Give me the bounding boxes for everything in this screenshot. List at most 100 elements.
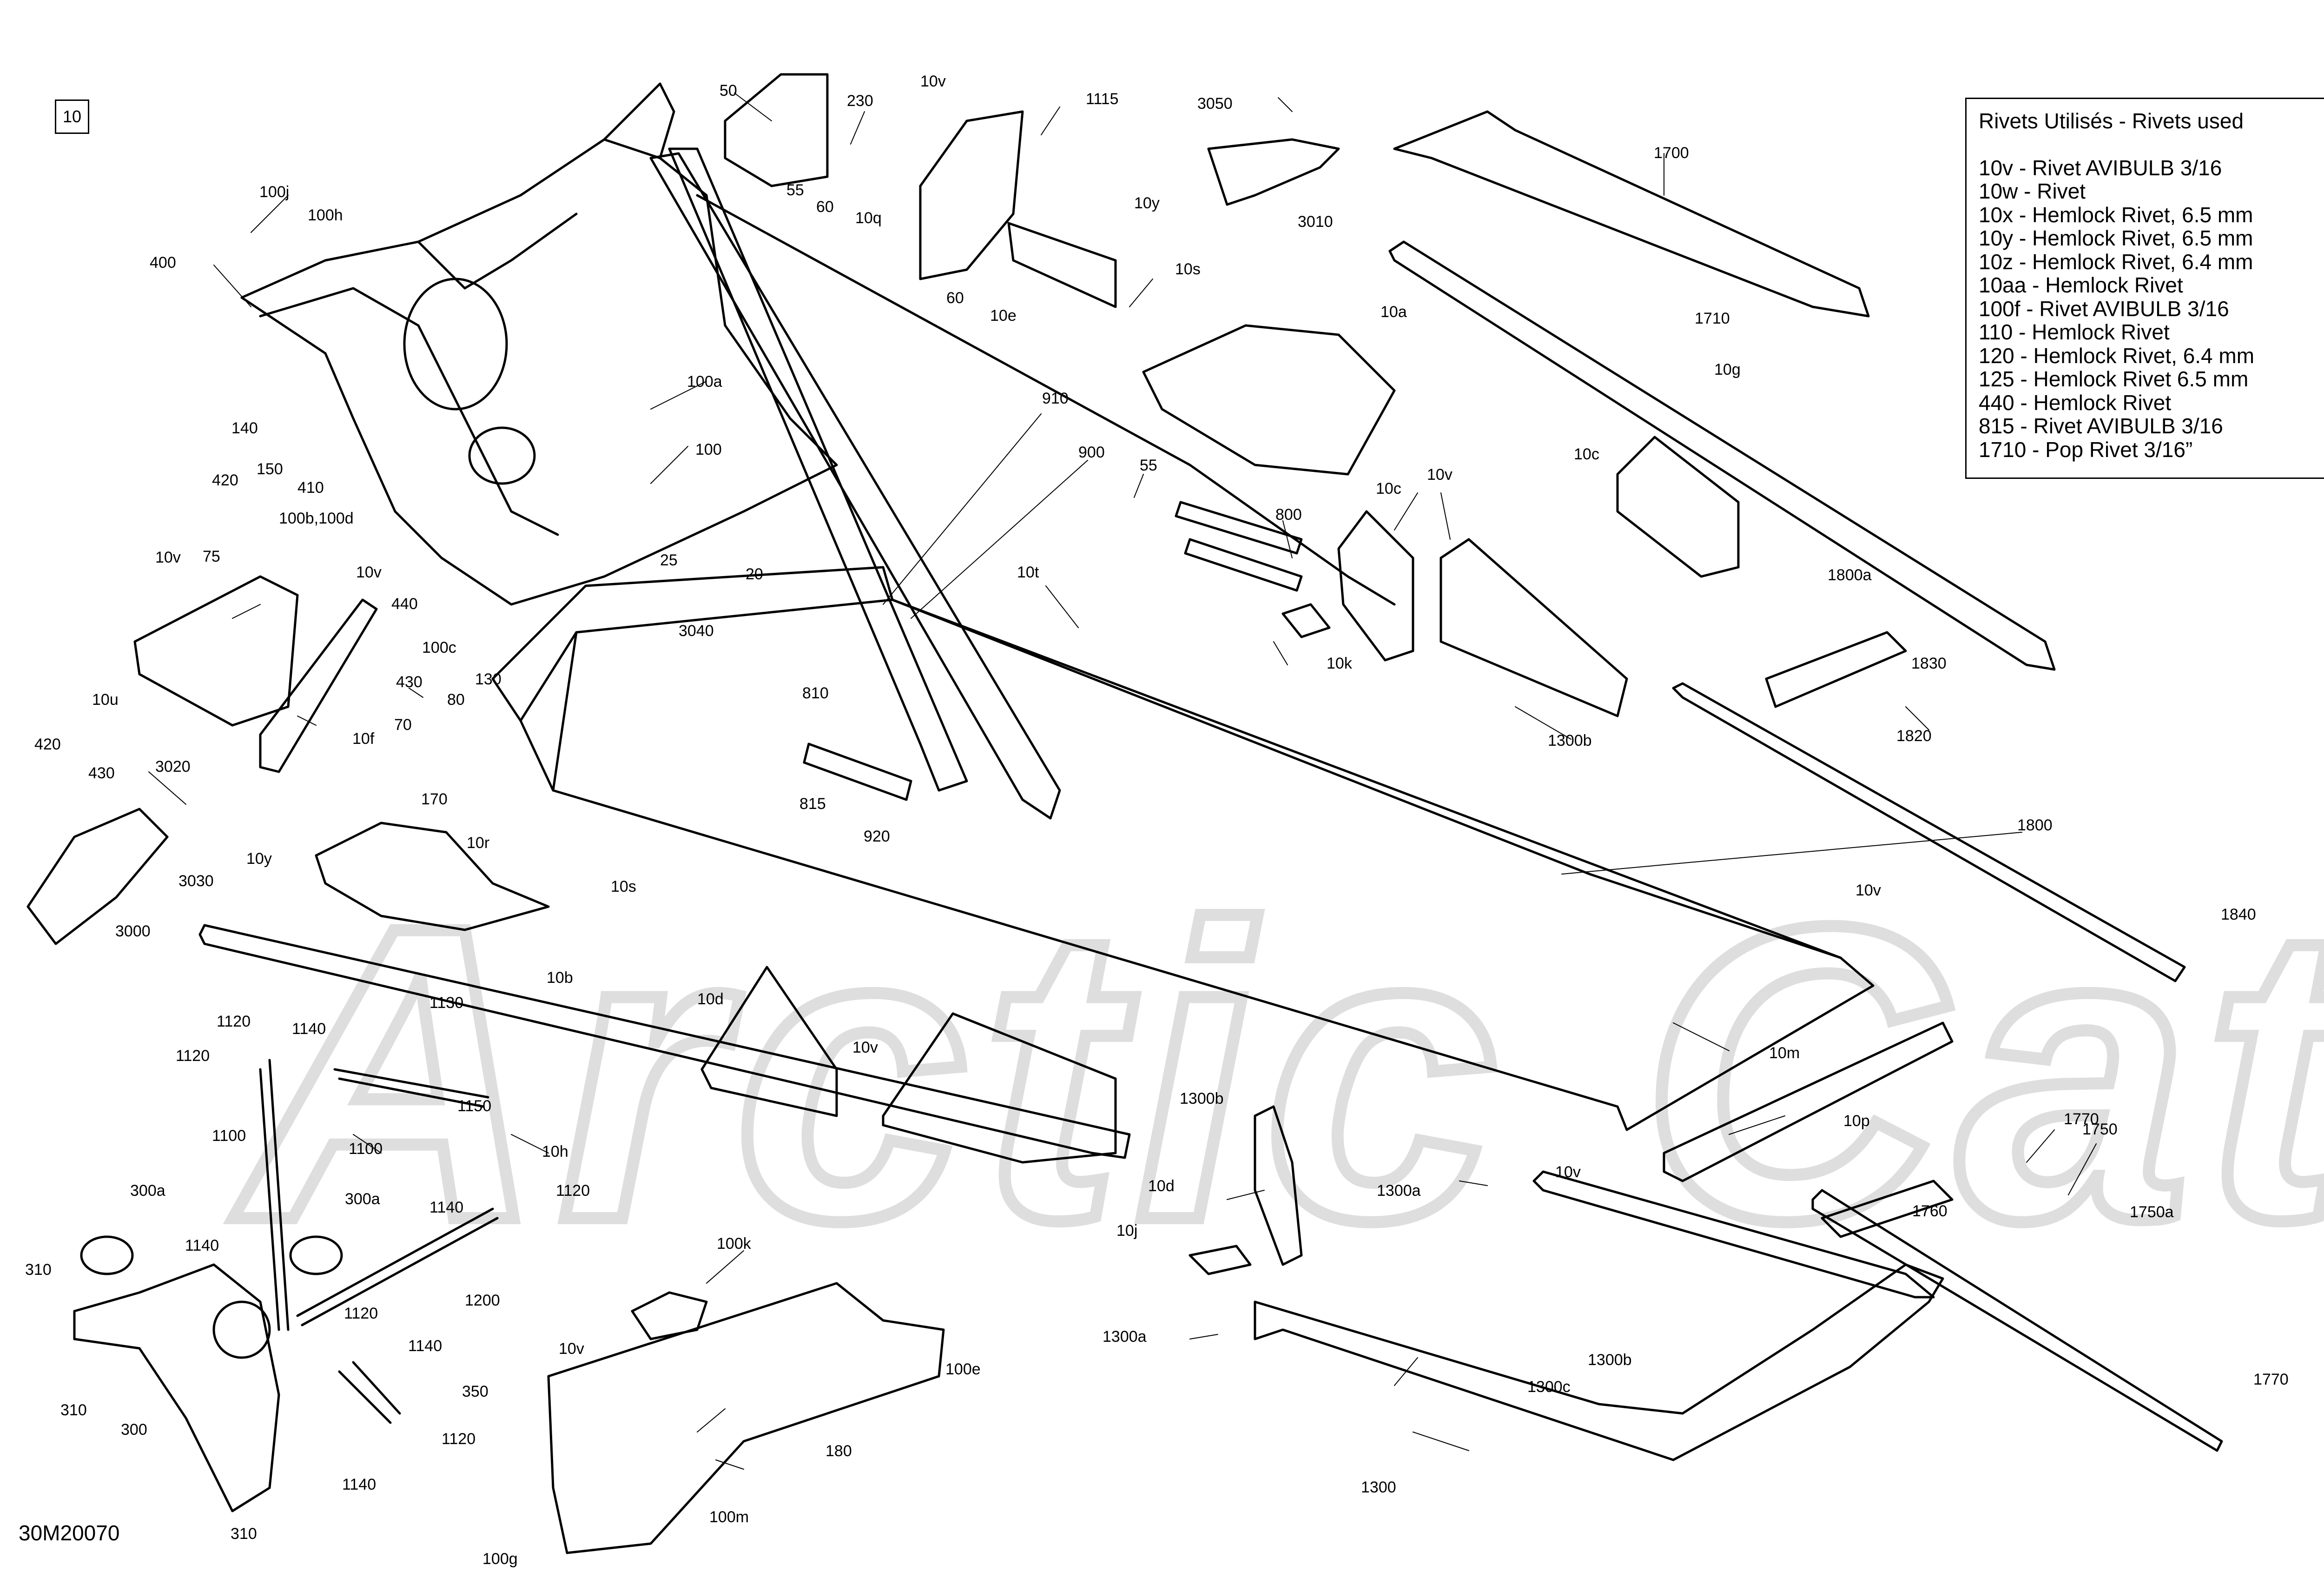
legend-item: 440 - Hemlock Rivet: [1979, 390, 2172, 415]
callout-label: 10s: [611, 878, 636, 895]
plate-10j: [1188, 1245, 1252, 1275]
watermark-text: Arctic Cat: [229, 839, 2324, 1307]
part-10p: [1663, 1021, 1954, 1182]
steering-support-left: [668, 147, 968, 792]
callout-label: 100: [695, 441, 722, 458]
callout-label: 70: [394, 716, 412, 734]
callout-label: 1140: [292, 1020, 326, 1038]
callout-label: 1830: [1911, 655, 1947, 672]
callout-label: 350: [462, 1383, 489, 1400]
plate-10c-left: [1337, 510, 1414, 662]
legend-item: 10z - Hemlock Rivet, 6.4 mm: [1979, 249, 2253, 274]
callout-label: 310: [231, 1525, 257, 1543]
rivets-legend: Rivets Utilisés - Rivets used 10v - Rive…: [1965, 98, 2324, 479]
callout-label: 10m: [1769, 1044, 1800, 1062]
callout-label: 1120: [176, 1047, 210, 1065]
callout-label: 300a: [130, 1182, 165, 1200]
legend-item: 120 - Hemlock Rivet, 6.4 mm: [1979, 343, 2255, 368]
callout-label: 1120: [344, 1305, 378, 1322]
callout-label: 310: [25, 1261, 52, 1279]
callout-label: 910: [1042, 390, 1069, 407]
callout-label: 10d: [697, 990, 724, 1008]
callout-label: 60: [946, 289, 964, 307]
callout-label: 1300a: [1377, 1182, 1421, 1200]
callout-label: 20: [746, 565, 763, 583]
part-3010: [1207, 138, 1340, 206]
callout-label: 3000: [115, 922, 151, 940]
callout-label: 1820: [1896, 727, 1932, 745]
legend-item: 1710 - Pop Rivet 3/16”: [1979, 437, 2193, 462]
callout-label: 230: [847, 92, 873, 110]
part-800: [1175, 501, 1303, 555]
callout-label: 10r: [467, 834, 490, 852]
callout-label: 1300c: [1527, 1378, 1571, 1396]
callout-label: 25: [660, 551, 678, 569]
callout-label: 1140: [429, 1199, 464, 1216]
callout-label: 440: [391, 595, 418, 613]
callout-label: 10v: [1555, 1163, 1581, 1181]
plate-100k: [631, 1291, 708, 1340]
callout-label: 100a: [687, 373, 722, 391]
callout-label: 130: [475, 670, 502, 688]
part-10q: [919, 110, 1024, 280]
callout-label: 1700: [1654, 144, 1689, 162]
callout-label: 310: [60, 1401, 87, 1419]
diagram-code: 30M20070: [19, 1521, 120, 1545]
callout-label: 10v: [920, 73, 946, 90]
callout-label: 10t: [1017, 564, 1039, 581]
bracket-10u: [133, 575, 299, 727]
plate-10c-right: [1616, 436, 1740, 578]
legend-title: Rivets Utilisés - Rivets used: [1979, 109, 2244, 133]
callout-label: 1760: [1912, 1202, 1948, 1220]
bracket-3000: [26, 808, 169, 945]
legend-item: 10w - Rivet: [1979, 179, 2086, 203]
tunnel-frame: [519, 598, 1875, 1131]
callout-label: 10v: [356, 564, 382, 581]
callout-label: 3020: [155, 758, 191, 776]
callout-label: 1750: [2082, 1121, 2118, 1138]
plate-10d-left: [700, 966, 838, 1117]
callout-label: 100b,100d: [279, 510, 354, 527]
part-1760: [1821, 1180, 1954, 1238]
part-800-b: [1184, 538, 1303, 592]
callout-label: 300a: [345, 1190, 380, 1208]
steering-support-right: [649, 152, 1061, 820]
bumper-bar-1300: [1532, 1170, 1935, 1299]
callout-label: 920: [864, 828, 890, 845]
callout-label: 1800a: [1828, 566, 1872, 584]
callout-label: 430: [396, 673, 423, 691]
callout-label: 10f: [352, 730, 375, 748]
callout-label: 300: [121, 1421, 147, 1439]
legend-item: 125 - Hemlock Rivet 6.5 mm: [1979, 367, 2249, 391]
callout-label: 10v: [559, 1340, 584, 1358]
legend-item: 10y - Hemlock Rivet, 6.5 mm: [1979, 226, 2253, 250]
callout-label: 100g: [482, 1550, 518, 1568]
rail-1700: [1393, 110, 1870, 318]
rail-10g: [1388, 240, 2056, 671]
callout-label: 3030: [178, 872, 214, 890]
callout-label: 400: [150, 254, 176, 272]
callout-label: 10y: [246, 850, 272, 868]
callout-label: 10h: [542, 1143, 568, 1160]
callout-label: 10c: [1376, 480, 1401, 497]
callout-label: 10k: [1327, 655, 1352, 672]
callout-label: 10e: [990, 307, 1017, 325]
bracket-10d-small: [1254, 1105, 1303, 1266]
callout-label: 900: [1078, 444, 1105, 461]
callout-label: 10y: [1134, 194, 1160, 212]
callout-label: 1140: [408, 1337, 442, 1355]
callout-label: 100h: [308, 206, 343, 224]
legend-item: 10aa - Hemlock Rivet: [1979, 273, 2183, 297]
callout-label: 3050: [1197, 95, 1233, 113]
callout-label: 10d: [1148, 1177, 1175, 1195]
callout-label: 10v: [1427, 466, 1452, 484]
part-10a: [1142, 324, 1396, 476]
callout-label: 10v: [852, 1039, 878, 1056]
callout-label: 1100: [212, 1127, 246, 1145]
part-10e: [1007, 222, 1117, 308]
bracket-10f: [259, 598, 378, 773]
callout-label: 10j: [1116, 1222, 1138, 1240]
callout-label: 1120: [217, 1013, 251, 1030]
callout-label: 1140: [185, 1237, 219, 1254]
callout-label: 10q: [855, 209, 882, 227]
